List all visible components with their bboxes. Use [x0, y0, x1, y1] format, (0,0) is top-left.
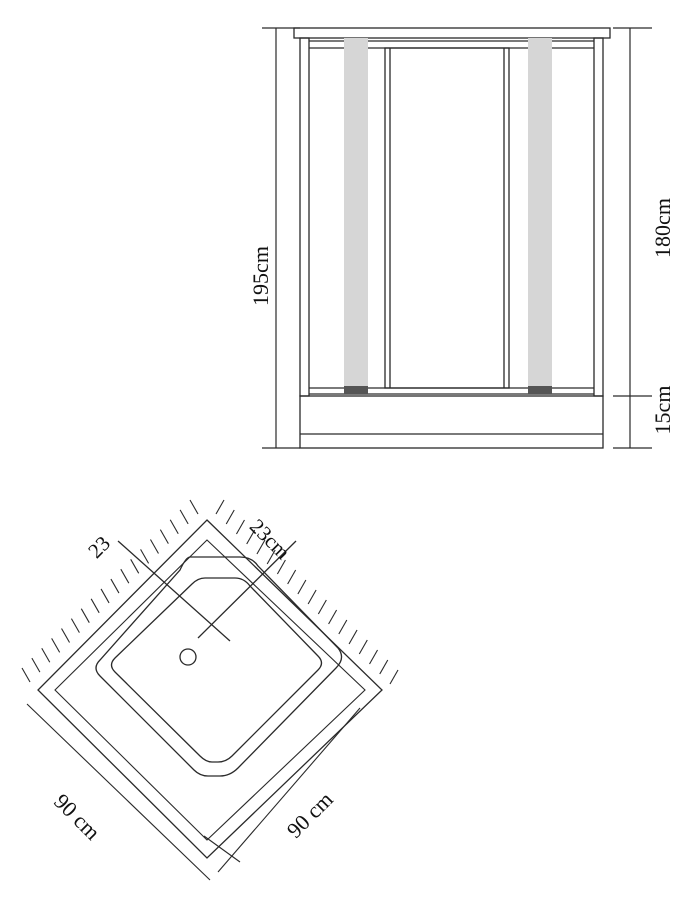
hatch-left-11 [130, 559, 140, 574]
hatch-left-16 [179, 509, 189, 525]
hatch-right-17 [389, 669, 399, 685]
front-elevation [293, 27, 611, 449]
hatch-right-0 [215, 499, 225, 515]
hatch-right-7 [287, 569, 297, 585]
hatch-right-11 [328, 609, 338, 625]
right-door-strip [528, 38, 552, 386]
dim-left-tick [203, 835, 241, 863]
hatch-left-13 [149, 539, 159, 554]
hatch-left-5 [70, 618, 80, 633]
total-height-label: 195cm [248, 246, 273, 306]
width-label-left: 90 cm [49, 789, 105, 845]
hatch-right-16 [379, 659, 389, 675]
hatch-left-12 [140, 549, 150, 564]
tray-inner-outline [54, 539, 366, 841]
hatch-left-0 [21, 667, 31, 683]
left-door-strip [344, 38, 368, 386]
hatch-left-2 [41, 647, 51, 663]
basin-inner [110, 577, 323, 763]
front-dimensions [262, 27, 652, 449]
corner-offset-label-right: 23cm [245, 514, 295, 564]
hatch-left-6 [80, 608, 90, 623]
dim-left-ext [26, 703, 211, 881]
center-line-1 [117, 540, 231, 642]
left-strip-base [344, 386, 368, 394]
hatch-left-4 [61, 628, 71, 643]
right-post [593, 37, 604, 397]
hatch-right-6 [276, 559, 286, 575]
hatch-right-1 [225, 509, 235, 525]
door-height-label: 180cm [650, 198, 675, 258]
right-strip-base [528, 386, 552, 394]
hatch-left-3 [51, 638, 61, 653]
left-post [299, 37, 310, 397]
hatch-right-5 [266, 549, 276, 565]
hatch-right-10 [317, 599, 327, 615]
hatch-left-1 [31, 657, 41, 673]
basin-outline [95, 556, 343, 777]
drain-icon [179, 648, 197, 666]
door-strips [344, 38, 552, 394]
center-line-2 [197, 540, 297, 639]
hatch-right-15 [369, 649, 379, 665]
plan-view [37, 519, 383, 859]
width-label-right: 90 cm [282, 787, 338, 843]
hatch-right-4 [256, 539, 266, 555]
hatch-left-8 [100, 588, 110, 604]
hatch-right-12 [338, 619, 348, 635]
corner-offset-label-left: 23 [83, 531, 115, 563]
hatch-left-7 [90, 598, 100, 614]
hatch-right-13 [348, 629, 358, 645]
hatch-left-9 [110, 578, 120, 594]
shower-tray-front [299, 395, 604, 449]
hatch-left-17 [189, 499, 199, 515]
tray-height-label: 15cm [650, 386, 675, 435]
dim-right-ext [217, 707, 361, 873]
hatch-right-14 [358, 639, 368, 655]
top-cap [293, 27, 611, 39]
hatch-right-9 [307, 589, 317, 605]
hatch-right-2 [235, 519, 245, 535]
center-panel [384, 47, 510, 389]
hatch-left-15 [169, 519, 179, 535]
hatch-right-8 [297, 579, 307, 595]
hatch-right-3 [246, 529, 256, 545]
hatch-left-10 [120, 568, 130, 584]
plan-dimensions [26, 703, 361, 881]
hatch-left-14 [159, 529, 169, 544]
wall-hatching [21, 499, 399, 685]
